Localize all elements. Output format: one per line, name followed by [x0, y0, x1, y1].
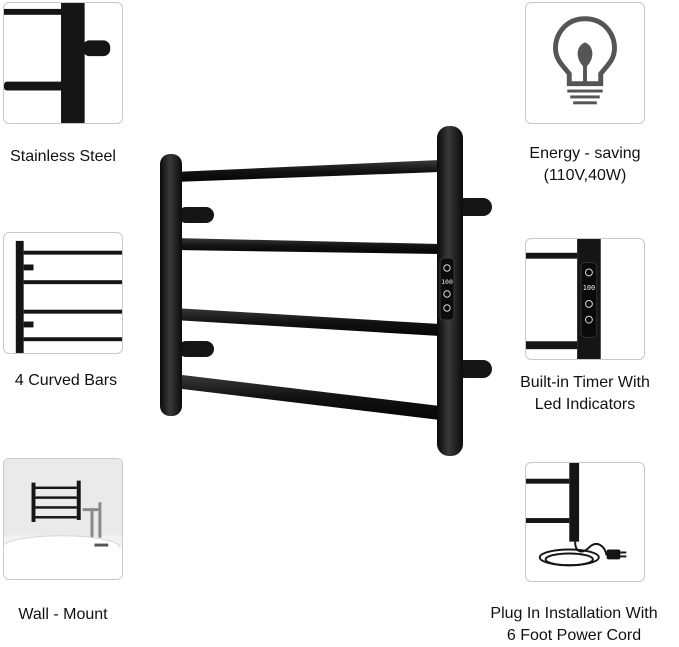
- power-icon: [443, 264, 451, 272]
- wall-mount-thumbnail: [3, 458, 123, 580]
- curved-bars-side-image: [15, 240, 122, 353]
- towel-warmer-product-image: 100: [160, 126, 492, 456]
- towel-bar-3: [174, 308, 440, 336]
- stainless-steel-closeup-image: [4, 3, 111, 123]
- towel-bar-4: [174, 374, 440, 420]
- power-cord-image: [526, 463, 627, 567]
- towel-bar-2: [174, 238, 440, 254]
- thumb-led-display: 100: [583, 284, 595, 292]
- led-display: 100: [441, 278, 453, 286]
- stainless-steel-caption: Stainless Steel: [10, 148, 116, 165]
- heat-icon: [443, 304, 451, 312]
- control-panel: 100: [439, 257, 455, 321]
- timer-thumbnail: 100: [525, 238, 645, 360]
- wall-mount-bathroom-image: [4, 459, 122, 579]
- energy-saving-caption: Energy - saving (110V,40W): [529, 145, 641, 184]
- right-wall-stud-bottom: [456, 360, 492, 378]
- curved-bars-caption: 4 Curved Bars: [14, 372, 118, 389]
- towel-bar-1: [174, 160, 440, 182]
- curved-bars-thumbnail: [3, 232, 123, 354]
- plug-in-thumbnail: [525, 462, 645, 582]
- wall-mount-caption: Wall - Mount: [18, 606, 108, 623]
- stainless-steel-thumbnail: [3, 2, 123, 124]
- left-post: [160, 154, 182, 416]
- timer-panel-closeup-image: 100: [526, 239, 601, 359]
- timer-icon: [443, 290, 451, 298]
- right-wall-stud-top: [456, 198, 492, 216]
- energy-saving-thumbnail: [525, 2, 645, 124]
- plug-in-caption: Plug In Installation With 6 Foot Power C…: [490, 605, 658, 644]
- timer-caption: Built-in Timer With Led Indicators: [520, 374, 650, 413]
- left-wall-stud-top: [178, 207, 214, 223]
- left-wall-stud-bottom: [178, 341, 214, 357]
- lightbulb-leaf-icon: [553, 16, 617, 105]
